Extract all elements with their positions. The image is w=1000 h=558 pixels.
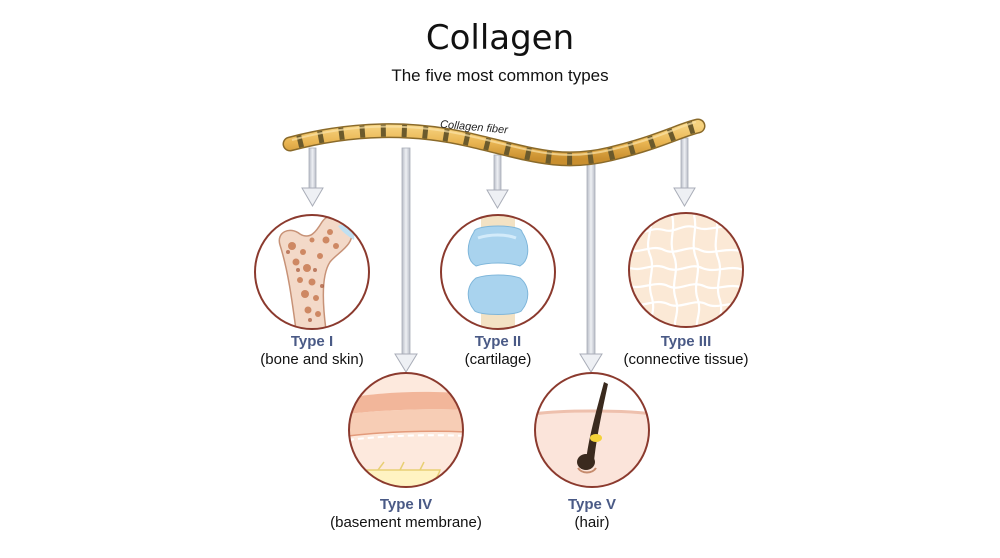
diagram-title: Collagen xyxy=(425,18,575,58)
type-3-desc: (connective tissue) xyxy=(623,351,749,368)
connective-tissue-illustration xyxy=(628,212,744,328)
type-1-desc: (bone and skin) xyxy=(260,351,364,368)
arrow-type-3 xyxy=(673,137,696,207)
type-4-desc: (basement membrane) xyxy=(330,514,482,531)
type-5-name: Type V xyxy=(567,496,617,513)
hair-illustration xyxy=(534,372,650,488)
type-1-name: Type I xyxy=(290,333,334,350)
label-type-5: Type V (hair) xyxy=(482,496,702,532)
type-3-name: Type III xyxy=(660,333,712,350)
type-4-name: Type IV xyxy=(379,496,433,513)
label-type-2: Type II (cartilage) xyxy=(388,333,608,369)
label-type-4: Type IV (basement membrane) xyxy=(296,496,516,532)
basement-membrane-illustration xyxy=(348,372,464,488)
bone-illustration xyxy=(254,214,370,330)
collagen-fiber xyxy=(282,118,706,167)
arrow-type-2 xyxy=(486,154,509,209)
diagram-subtitle: The five most common types xyxy=(391,66,609,85)
type-2-name: Type II xyxy=(474,333,522,350)
label-type-1: Type I (bone and skin) xyxy=(202,333,422,369)
type-2-desc: (cartilage) xyxy=(464,351,532,368)
cartilage-illustration xyxy=(440,214,556,330)
label-type-3: Type III (connective tissue) xyxy=(576,333,796,369)
arrow-type-4 xyxy=(394,147,418,373)
arrow-type-1 xyxy=(301,147,324,207)
type-5-desc: (hair) xyxy=(574,514,610,531)
